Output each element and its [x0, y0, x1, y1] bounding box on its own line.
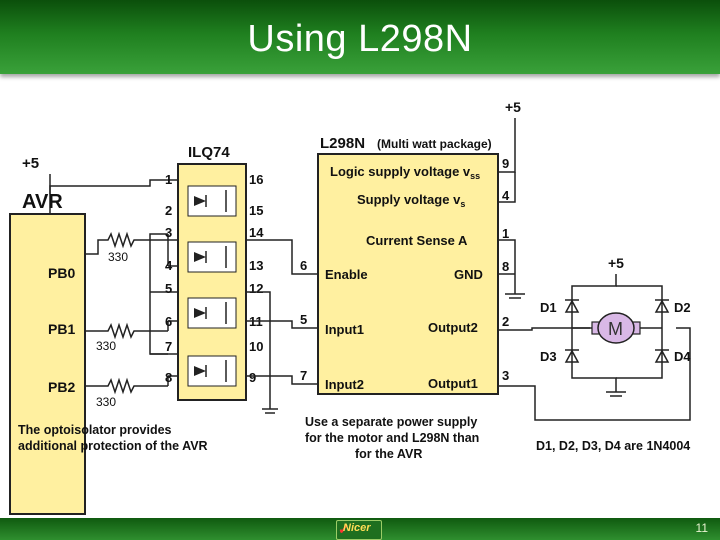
l298-supply-voltage: Supply voltage vs [357, 192, 465, 209]
l298-right-pin-4: 4 [502, 188, 510, 203]
opto-pin1-supply-wire [49, 179, 178, 194]
diode-d2 [654, 299, 670, 313]
avr-supply-label: +5 [22, 155, 39, 172]
diode-label-d1: D1 [540, 300, 557, 315]
opto-left-pin-1: 1 [165, 172, 172, 187]
l298-right-pin-1: 1 [502, 226, 509, 241]
avr-pin-pb0: PB0 [48, 265, 75, 281]
resistor-pb0 [85, 231, 168, 255]
bridge-right-rail [616, 285, 663, 379]
resistor-pb2-value: 330 [96, 395, 116, 409]
avr-label: AVR [22, 191, 63, 213]
motor-label: M [608, 319, 623, 339]
logo: ✓ Nicer [336, 520, 382, 540]
wire-output1 [498, 327, 691, 421]
wire-input2 [246, 375, 318, 385]
note-power-line2: for the motor and L298N than [305, 431, 479, 445]
l298-left-pin-6: 6 [300, 258, 307, 273]
l298-left-pin-5: 5 [300, 312, 307, 327]
opto-left-pin-5: 5 [165, 281, 172, 296]
diode-d1 [564, 299, 580, 313]
opto-right-pin-15: 15 [249, 203, 263, 218]
slide-title: Using L298N [247, 18, 473, 60]
resistor-pb1 [85, 322, 168, 340]
avr-pin-pb2: PB2 [48, 379, 75, 395]
page-number: 11 [695, 521, 708, 535]
l298-right-pin-3: 3 [502, 368, 509, 383]
bridge-supply-label: +5 [608, 255, 624, 271]
bridge-ground-symbol [606, 391, 626, 397]
l298-gnd: GND [454, 267, 483, 282]
opto-left-pin-4: 4 [165, 258, 173, 273]
opto-left-pin-7: 7 [165, 339, 172, 354]
motor-body [597, 312, 635, 344]
opto-left-pin-8: 8 [165, 370, 172, 385]
avr-block [9, 213, 86, 515]
l298-ground-symbol [505, 293, 525, 299]
l298-enable: Enable [325, 267, 368, 282]
opto-ground-symbol [262, 408, 278, 414]
logo-mark-icon: ✓ [338, 521, 350, 537]
l298-supply-wire [498, 172, 516, 203]
opto-left-pin-6: 6 [165, 314, 172, 329]
diode-d3 [564, 349, 580, 363]
slide-header [0, 0, 720, 74]
wire-output2 [498, 327, 590, 331]
opto-left-pin-3: 3 [165, 225, 172, 240]
logo-text: Nicer [343, 522, 371, 534]
l298-logic-supply: Logic supply voltage vss [330, 164, 480, 181]
diode-label-d3: D3 [540, 349, 557, 364]
opto-right-pin-14: 14 [249, 225, 264, 240]
l298-output2: Output2 [428, 320, 478, 335]
resistor-pb0-value: 330 [108, 250, 128, 264]
l298-sublabel: (Multi watt package) [377, 137, 492, 151]
wire-input1 [246, 320, 318, 329]
l298-supply-label: +5 [505, 99, 521, 115]
bridge-left-rail [571, 274, 617, 392]
note-power-line1: Use a separate power supply [305, 415, 477, 429]
opto-ground-wire [246, 291, 271, 409]
opto-right-pin-16: 16 [249, 172, 263, 187]
opto-label: ILQ74 [188, 144, 230, 161]
diode-label-d2: D2 [674, 300, 691, 315]
opto-channels [187, 185, 237, 387]
opto-right-pin-10: 10 [249, 339, 263, 354]
resistor-pb2 [85, 377, 168, 395]
opto-right-pin-9: 9 [249, 370, 256, 385]
l298-output1: Output1 [428, 376, 478, 391]
l298-input1: Input1 [325, 322, 364, 337]
avr-pin-pb1: PB1 [48, 321, 75, 337]
l298-right-pin-2: 2 [502, 314, 509, 329]
opto-left-pin-2: 2 [165, 203, 172, 218]
l298-block [317, 153, 499, 395]
l298-sense-wire [498, 239, 516, 294]
diode-label-d4: D4 [674, 349, 691, 364]
resistor-pb1-value: 330 [96, 339, 116, 353]
note-power-line3: for the AVR [355, 447, 422, 461]
l298-right-pin-9: 9 [502, 156, 509, 171]
opto-right-pin-12: 12 [249, 281, 263, 296]
l298-current-sense: Current Sense A [366, 233, 468, 248]
l298-right-pin-8: 8 [502, 259, 509, 274]
opto-right-pin-13: 13 [249, 258, 263, 273]
l298-left-pin-7: 7 [300, 368, 307, 383]
wire-enable [246, 239, 318, 275]
diode-d4 [654, 349, 670, 363]
l298-input2: Input2 [325, 377, 364, 392]
circuit-diagram: +5 AVR PB0 PB1 PB2 330 330 330 ILQ74 1 2… [9, 99, 691, 515]
l298-label: L298N [320, 135, 365, 152]
note-diodes: D1, D2, D3, D4 are 1N4004 [536, 439, 690, 453]
note-opto-line2: additional protection of the AVR [18, 439, 208, 453]
note-opto-line1: The optoisolator provides [18, 423, 172, 437]
